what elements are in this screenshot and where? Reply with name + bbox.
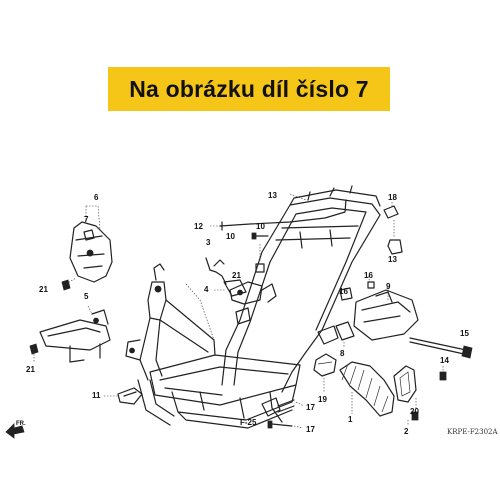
callout-13-right: 13 <box>388 255 397 264</box>
callout-15: 15 <box>460 329 469 338</box>
callout-19: 19 <box>318 395 327 404</box>
callout-21-lower: 21 <box>26 365 35 374</box>
callout-8: 8 <box>340 349 345 358</box>
front-arrow-icon <box>5 423 25 439</box>
diagram-code: KRPE-F2302A <box>447 428 498 436</box>
callout-16-left: 16 <box>339 287 348 296</box>
callout-11: 11 <box>92 391 101 400</box>
callout-2: 2 <box>404 427 409 436</box>
part-5-6-7-bracket <box>29 205 113 363</box>
callout-4: 4 <box>204 285 209 294</box>
callout-17-lower: 17 <box>306 425 315 434</box>
callout-14: 14 <box>440 356 449 365</box>
callout-17-upper: 17 <box>306 403 315 412</box>
part-15-14-bolts <box>409 337 473 381</box>
callout-3: 3 <box>206 238 211 247</box>
callout-5: 5 <box>84 292 89 301</box>
part-10-bolt <box>251 232 269 273</box>
callout-10: 10 <box>256 222 265 231</box>
part-number-banner: Na obrázku díl číslo 7 <box>108 67 390 111</box>
callout-1: 1 <box>348 415 353 424</box>
callout-20: 20 <box>410 407 419 416</box>
section-reference: F-25 <box>240 418 257 427</box>
callout-18: 18 <box>388 193 397 202</box>
part-3-4-harness <box>185 257 247 341</box>
callout-9: 9 <box>386 282 391 291</box>
callout-12: 12 <box>194 222 203 231</box>
front-indicator-label: FR. <box>16 421 26 427</box>
callout-16: 16 <box>364 271 373 280</box>
part-12-rod <box>210 199 347 231</box>
callout-21: 21 <box>39 285 48 294</box>
part-13-18-bolts <box>289 193 403 255</box>
main-frame-drawing <box>125 185 381 429</box>
part-11-clip <box>104 387 143 405</box>
callout-13-top: 13 <box>268 191 277 200</box>
part-17-bolts <box>267 399 305 429</box>
callout-10-left: 10 <box>226 232 235 241</box>
callout-6: 6 <box>94 193 99 202</box>
callout-7: 7 <box>84 215 89 224</box>
part-9-16-8-housing <box>335 275 419 348</box>
callout-21-mid: 21 <box>232 271 241 280</box>
part-19-1-20-2-ducts <box>313 353 419 426</box>
